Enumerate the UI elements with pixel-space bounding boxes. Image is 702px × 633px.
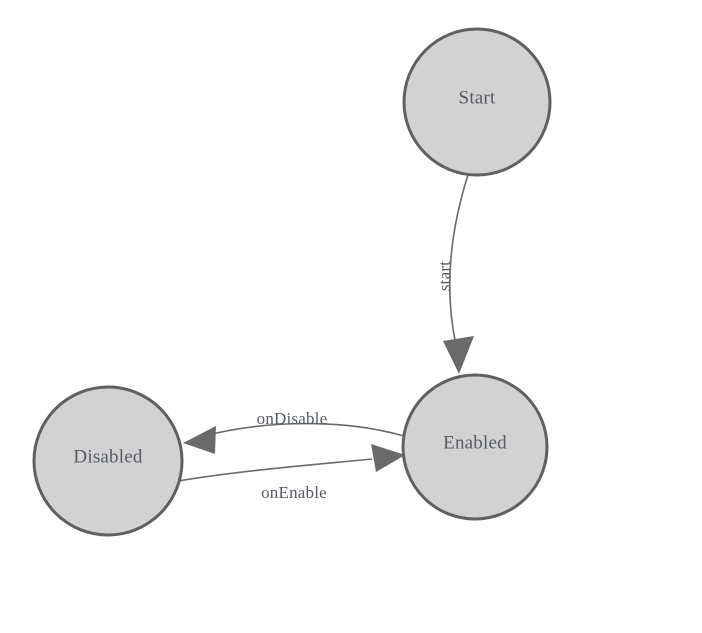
node-enabled-label: Enabled [443, 432, 507, 453]
node-start-label: Start [459, 87, 496, 108]
node-disabled-label: Disabled [73, 446, 142, 467]
arrowhead-enabled-to-disabled [183, 426, 216, 454]
edge-label-ondisable: onDisable [257, 409, 328, 428]
edge-path-enabled-to-disabled [203, 422, 405, 437]
node-enabled-circle [401, 373, 549, 521]
edge-label-onenable: onEnable [261, 483, 327, 502]
edge-path-disabled-to-enabled [177, 458, 373, 482]
edge-path-start-to-enabled [449, 174, 469, 346]
node-start[interactable]: Start [402, 27, 552, 177]
edge-disabled-to-enabled[interactable]: onEnable [177, 444, 405, 502]
node-enabled[interactable]: Enabled [401, 373, 549, 521]
node-disabled[interactable]: Disabled [32, 385, 184, 537]
node-start-circle [402, 27, 552, 177]
node-disabled-circle [32, 385, 184, 537]
arrowhead-start-to-enabled [443, 336, 474, 374]
arrowhead-disabled-to-enabled [371, 444, 405, 472]
edge-start-to-enabled[interactable]: start [435, 174, 474, 374]
edge-label-start: start [435, 261, 454, 291]
edge-enabled-to-disabled[interactable]: onDisable [183, 409, 405, 454]
